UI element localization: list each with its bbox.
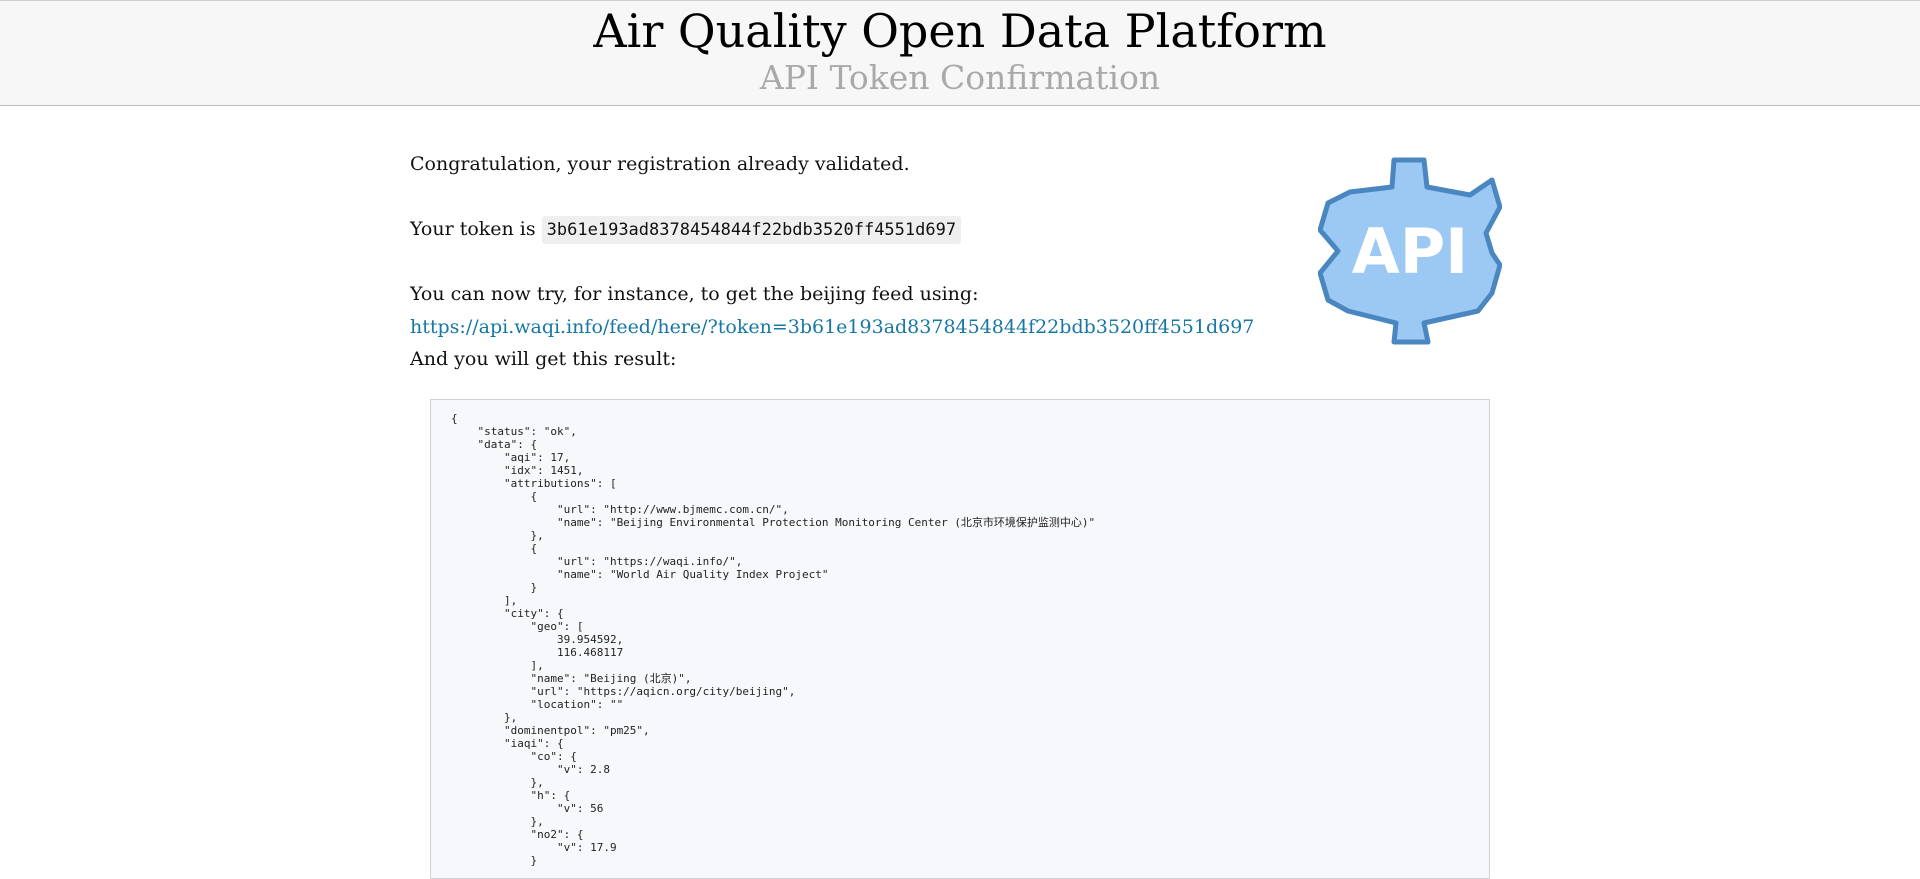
result-json-box[interactable]: { "status": "ok", "data": { "aqi": 17, "…: [430, 399, 1490, 879]
token-value[interactable]: 3b61e193ad8378454844f22bdb3520ff4551d697: [541, 216, 962, 244]
page-subtitle: API Token Confirmation: [759, 58, 1161, 97]
try-instructions: You can now try, for instance, to get th…: [410, 283, 979, 305]
feed-url-link[interactable]: https://api.waqi.info/feed/here/?token=3…: [410, 316, 1255, 338]
api-gear-icon: API: [1317, 155, 1503, 347]
result-json-code: { "status": "ok", "data": { "aqi": 17, "…: [451, 412, 1096, 867]
result-intro: And you will get this result:: [410, 348, 677, 370]
page-title: Air Quality Open Data Platform: [593, 4, 1327, 58]
api-logo-text: API: [1352, 215, 1469, 288]
token-prefix: Your token is: [410, 218, 536, 240]
congrats-message: Congratulation, your registration alread…: [410, 153, 910, 175]
token-line: Your token is 3b61e193ad8378454844f22bdb…: [410, 216, 962, 244]
page-header: Air Quality Open Data Platform API Token…: [0, 0, 1920, 106]
